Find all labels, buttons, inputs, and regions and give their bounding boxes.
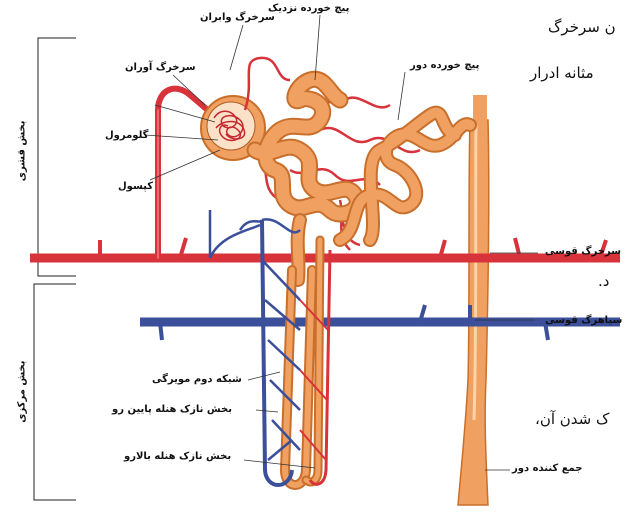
label-proximal-tubule: پیچ خورده نزدیک [268, 3, 349, 14]
label-arcuate-artery: سرخرگ قوسی [545, 246, 621, 257]
text-fragment-4: ک شدن آن، [535, 410, 609, 428]
text-fragment-3: د. [598, 272, 609, 290]
label-arcuate-vein: سیاهرگ قوسی [545, 315, 622, 326]
region-brackets [34, 38, 76, 500]
collecting-duct-shape [458, 95, 489, 505]
label-thin-descending: بخش نازک هنله پایین رو [112, 404, 232, 415]
label-collecting-duct: جمع کننده دور [512, 463, 582, 474]
arcuate-artery-shape [30, 238, 620, 258]
region-label-cortex: بخش قشری [17, 121, 28, 181]
label-distal-tubule: پیچ خورده دور [410, 60, 479, 71]
label-efferent-arteriole: سرخرگ وابران [200, 12, 275, 23]
label-capsule: کپسول [118, 181, 153, 192]
text-fragment-1: ن سرخرگ [548, 18, 616, 36]
text-fragment-2: مثانه ادرار [530, 64, 594, 82]
label-glomerulus: گلومرول [105, 130, 148, 141]
region-label-medulla: بخش مرکزی [17, 361, 28, 421]
label-thin-ascending: بخش نازک هنله بالارو [124, 451, 231, 462]
label-afferent-arteriole: سرخرگ آوران [125, 62, 196, 73]
distal-tubule-shape [340, 113, 470, 240]
label-peritubular-network: شبکه دوم مویرگی [152, 374, 242, 385]
